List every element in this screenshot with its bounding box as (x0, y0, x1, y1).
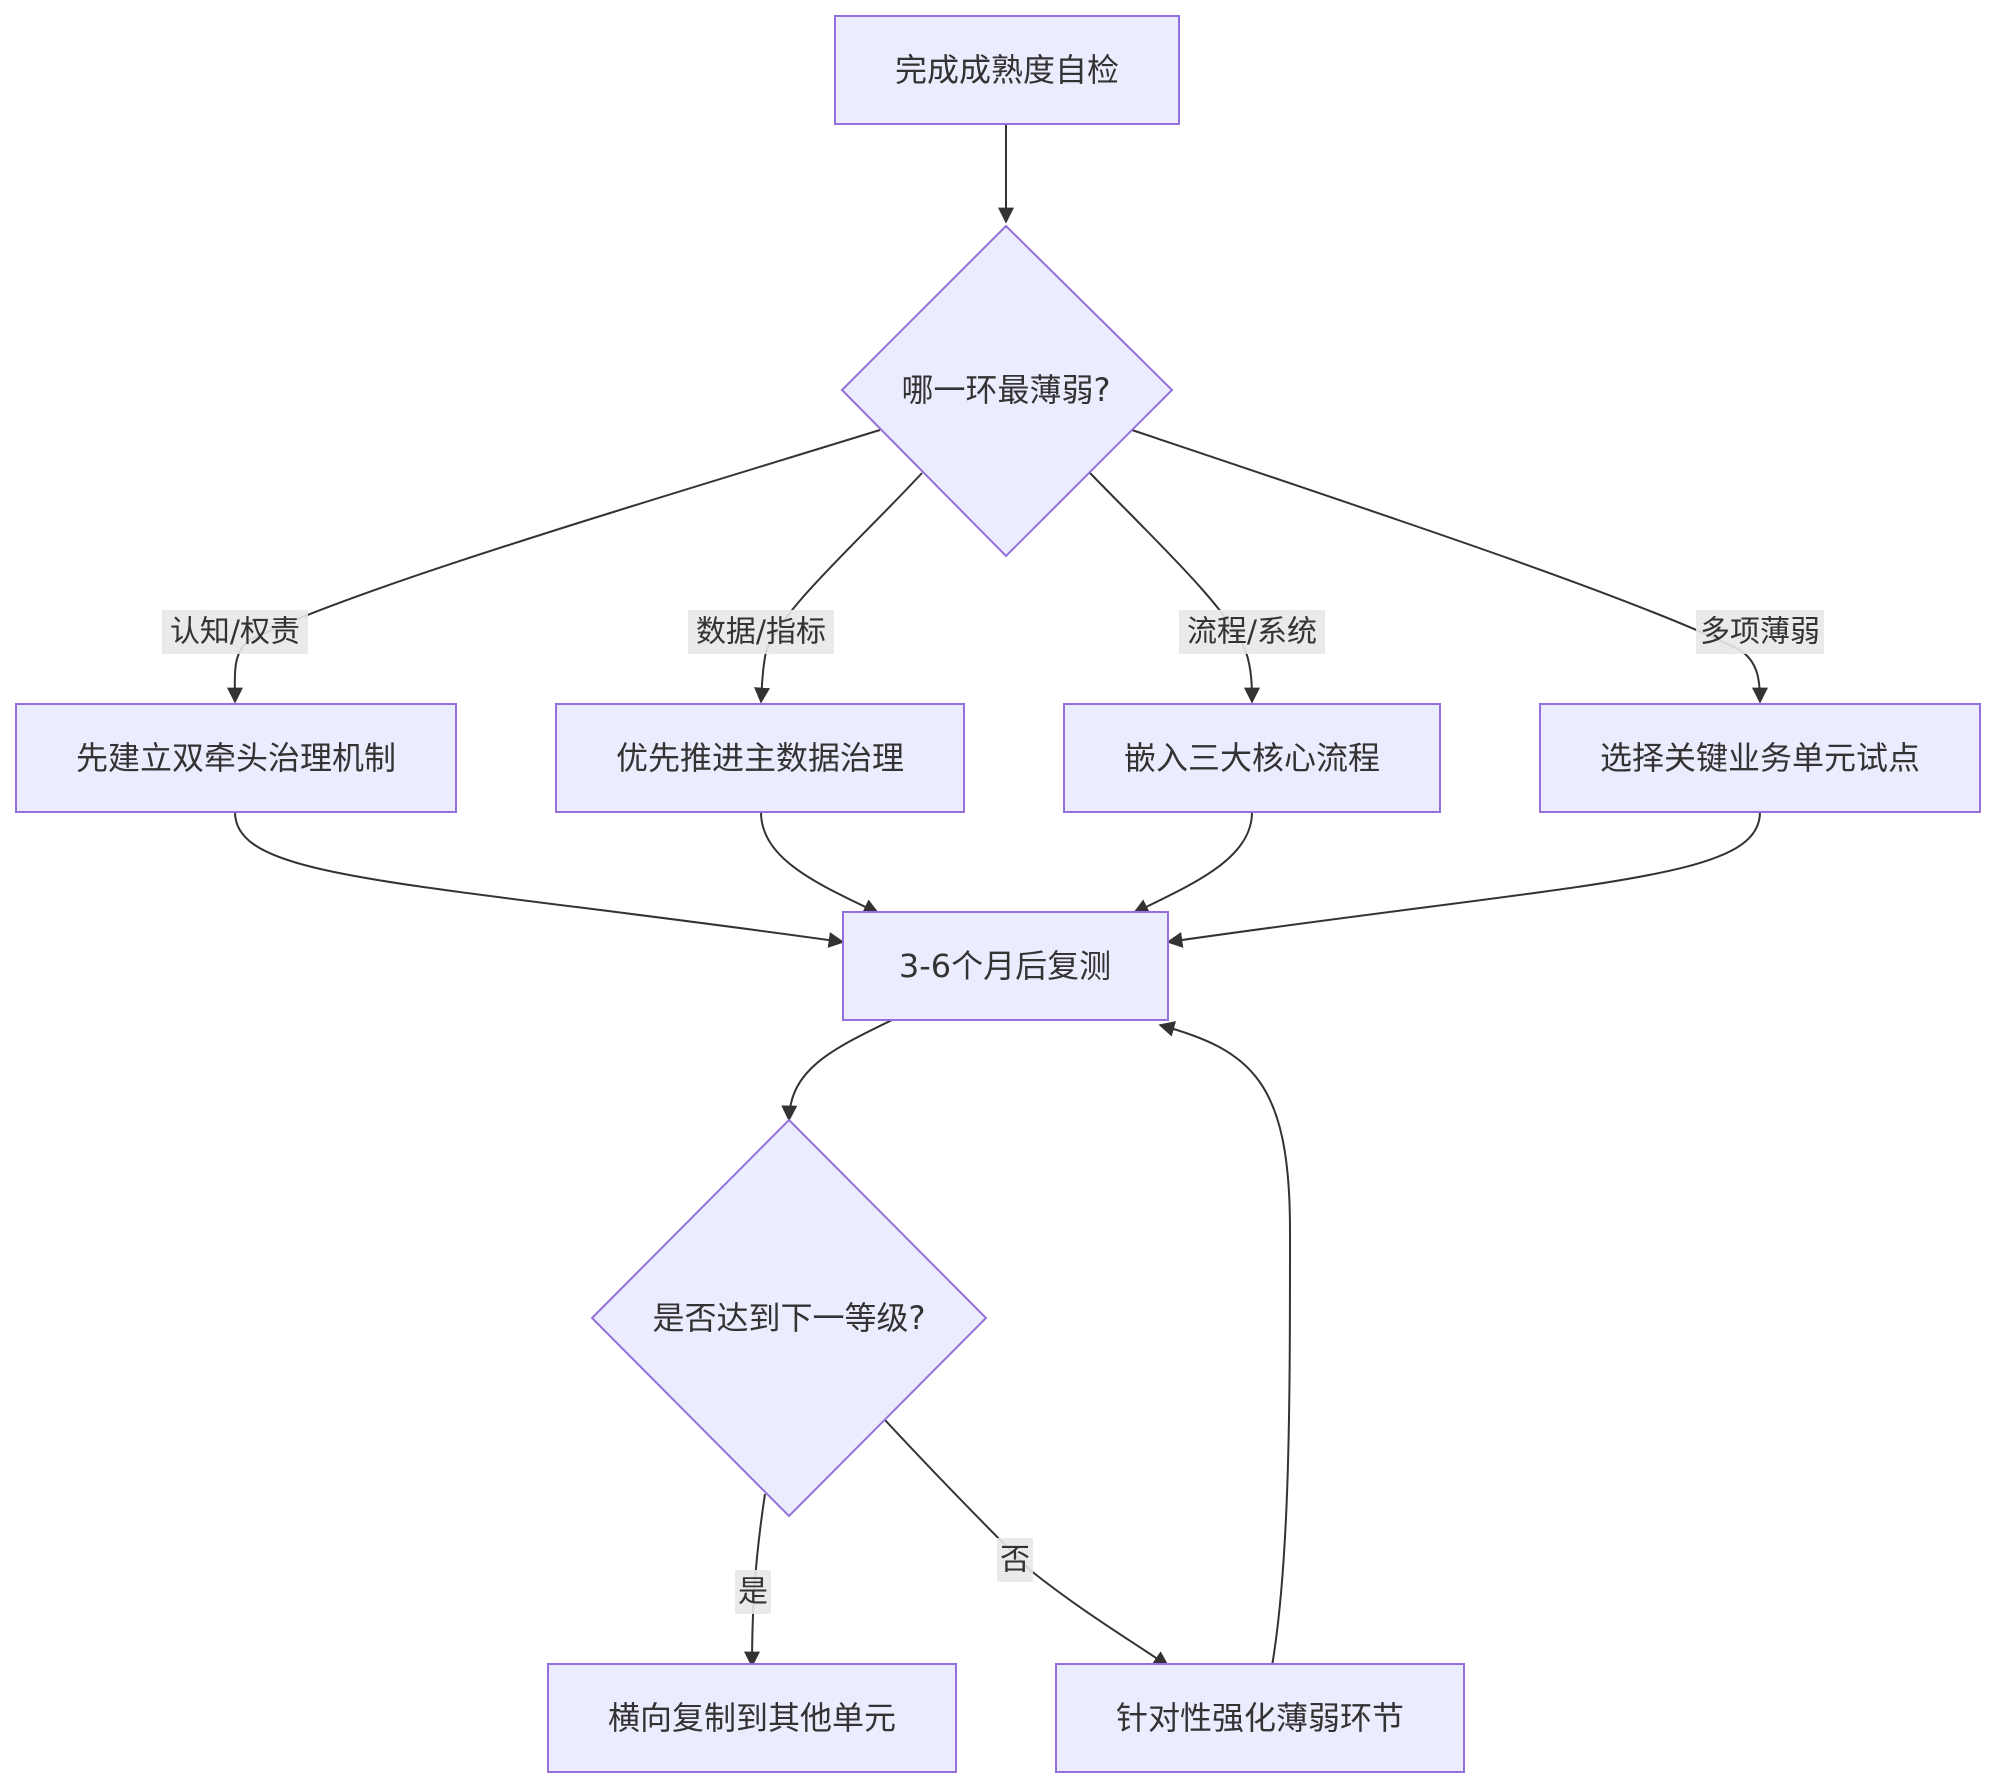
edge-governance-to-retest (234, 811, 845, 948)
svg-text:认知/权责: 认知/权责 (170, 615, 300, 650)
node-retest: 3-6个月后复测 (842, 911, 1169, 1021)
svg-text:先建立双牵头治理机制: 先建立双牵头治理机制 (76, 739, 396, 777)
node-weakest-decision: 哪一环最薄弱? (840, 224, 1174, 558)
edge-label-no: 否 (997, 1538, 1033, 1582)
node-start: 完成成熟度自检 (834, 15, 1180, 125)
svg-text:多项薄弱: 多项薄弱 (1700, 615, 1820, 650)
svg-text:是否达到下一等级?: 是否达到下一等级? (653, 1299, 926, 1337)
svg-text:流程/系统: 流程/系统 (1187, 615, 1317, 650)
edge-label-multi: 多项薄弱 (1696, 610, 1824, 654)
svg-text:是: 是 (738, 1575, 768, 1610)
edge-process-to-retest (1132, 811, 1253, 914)
node-nextlevel-decision: 是否达到下一等级? (590, 1118, 988, 1518)
edges (226, 124, 1768, 1668)
svg-text:数据/指标: 数据/指标 (696, 615, 826, 650)
edge-weakest-to-masterdata (754, 472, 923, 704)
node-masterdata: 优先推进主数据治理 (555, 703, 965, 813)
edge-label-yes: 是 (735, 1570, 771, 1614)
svg-text:3-6个月后复测: 3-6个月后复测 (899, 947, 1111, 985)
edge-strengthen-to-retest (1158, 1021, 1292, 1667)
node-strengthen: 针对性强化薄弱环节 (1055, 1663, 1465, 1773)
edge-weakest-to-process (1089, 472, 1260, 704)
node-governance: 先建立双牵头治理机制 (15, 703, 457, 813)
svg-text:完成成熟度自检: 完成成熟度自检 (895, 51, 1119, 89)
svg-text:哪一环最薄弱?: 哪一环最薄弱? (902, 371, 1111, 409)
edge-label-flow: 流程/系统 (1179, 610, 1325, 654)
node-process: 嵌入三大核心流程 (1063, 703, 1441, 813)
edge-masterdata-to-retest (760, 811, 880, 914)
edge-weakest-to-governance (226, 429, 881, 704)
svg-text:针对性强化薄弱环节: 针对性强化薄弱环节 (1116, 1699, 1404, 1737)
edge-label-data: 数据/指标 (688, 610, 834, 654)
edge-pilot-to-retest (1166, 811, 1761, 948)
nodes: 完成成熟度自检 哪一环最薄弱? 先建立双牵头治理机制 优先推进主数据治理 嵌入三… (15, 15, 1981, 1773)
edge-labels: 认知/权责 数据/指标 流程/系统 多项薄弱 是 否 (162, 610, 1824, 1614)
node-pilot: 选择关键业务单元试点 (1539, 703, 1981, 813)
svg-text:选择关键业务单元试点: 选择关键业务单元试点 (1600, 739, 1920, 777)
edge-label-cognition: 认知/权责 (162, 610, 308, 654)
edge-weakest-to-pilot (1131, 429, 1768, 704)
svg-text:横向复制到其他单元: 横向复制到其他单元 (608, 1699, 896, 1737)
edge-retest-to-nextlevel (781, 1019, 893, 1122)
svg-text:嵌入三大核心流程: 嵌入三大核心流程 (1124, 739, 1380, 777)
svg-text:优先推进主数据治理: 优先推进主数据治理 (616, 739, 904, 777)
svg-text:否: 否 (1000, 1543, 1030, 1578)
node-replicate: 横向复制到其他单元 (547, 1663, 957, 1773)
